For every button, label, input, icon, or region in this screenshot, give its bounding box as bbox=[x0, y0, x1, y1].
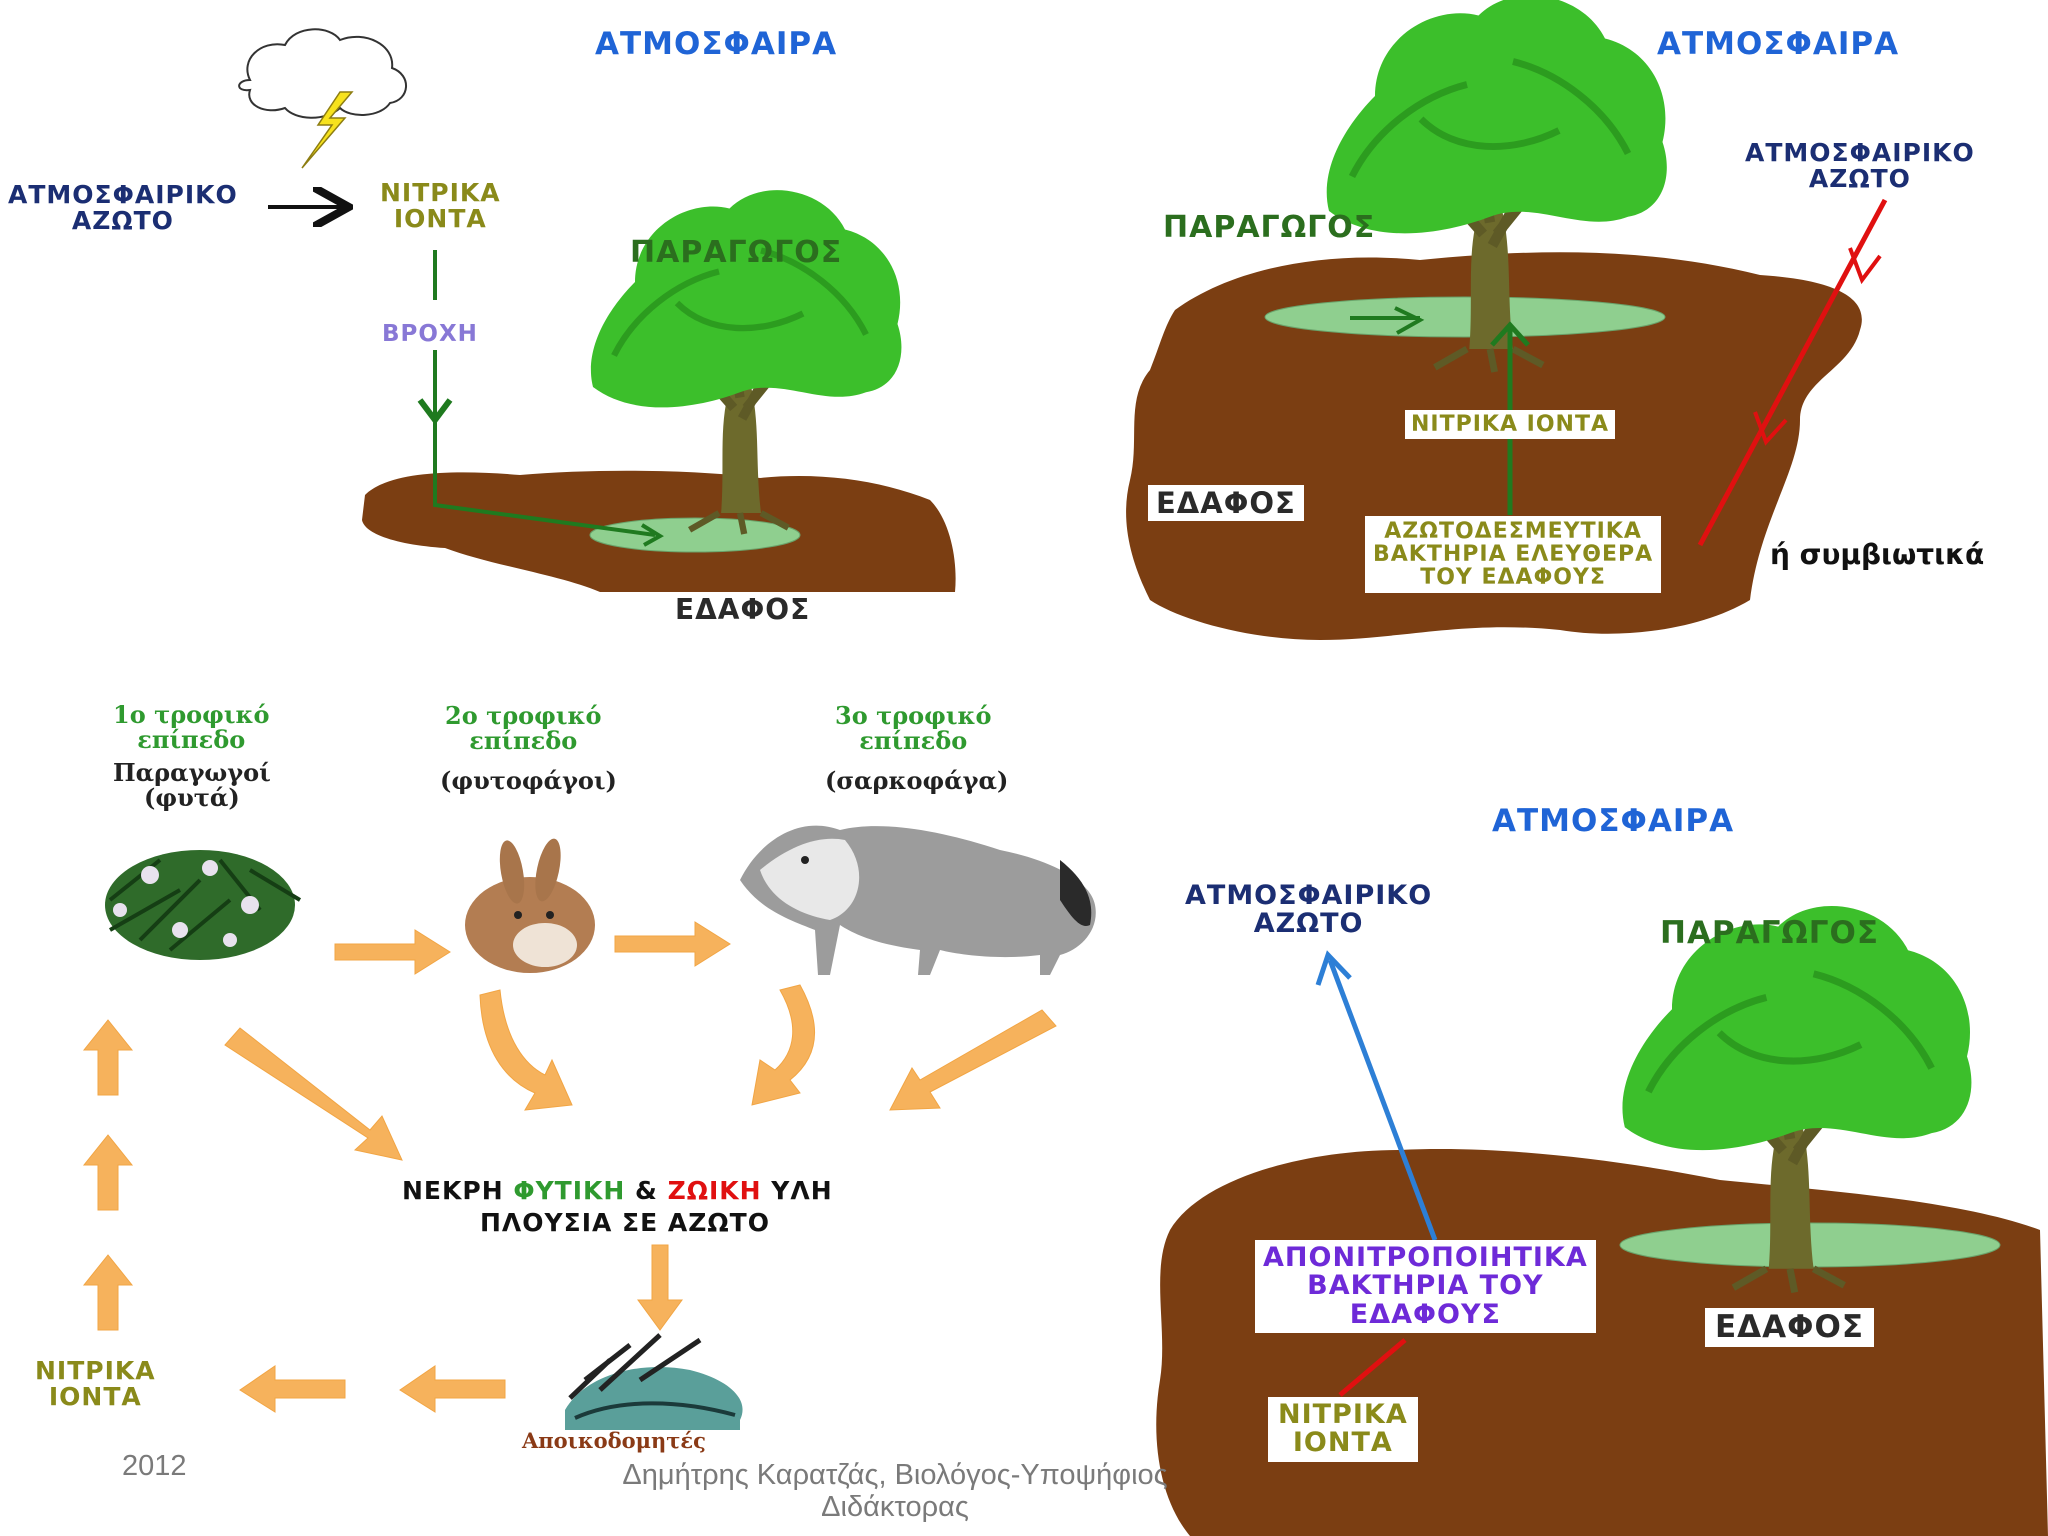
wolf-carnivore-icon bbox=[740, 825, 1096, 975]
dead-matter-amp: & bbox=[625, 1176, 668, 1205]
panel3-nitrate-label: ΝΙΤΡΙΚΑ ΙΟΝΤΑ bbox=[35, 1356, 156, 1412]
level1-subtitle: Παραγωγοί (φυτά) bbox=[113, 758, 271, 813]
footer-year: 2012 bbox=[122, 1450, 187, 1482]
panel2-graphics bbox=[1126, 0, 1888, 640]
panel4-atm-nitrogen-label: ΑΤΜΟΣΦΑΙΡΙΚΟ ΑΖΩΤΟ bbox=[1185, 880, 1433, 940]
lightning-icon bbox=[301, 91, 354, 169]
decomposer-icon bbox=[565, 1333, 743, 1430]
arrow-nitrate-up-1 bbox=[82, 1254, 134, 1331]
panel2-or-symbiotic-label: ή συμβιωτικά bbox=[1770, 538, 1985, 571]
panel2-atmosphere-label: ΑΤΜΟΣΦΑΙΡΑ bbox=[1657, 26, 1900, 62]
level1-title: 1ο τροφικό επίπεδο bbox=[113, 700, 270, 755]
arrow-dead-to-decomposers bbox=[637, 1244, 683, 1331]
arrow-decomposers-to-nitrate-2 bbox=[239, 1365, 346, 1413]
red-arrowhead-1 bbox=[1848, 247, 1882, 285]
panel3-graphics bbox=[82, 825, 1096, 1430]
panel4-soil-label: ΕΔΑΦΟΣ bbox=[1705, 1308, 1875, 1347]
dead-matter-animal-word: ΖΩΙΚΗ bbox=[667, 1176, 762, 1205]
plant-producer-icon bbox=[105, 850, 302, 960]
root-zone-2 bbox=[1264, 296, 1666, 338]
panel2-fixing-bacteria-label: ΑΖΩΤΟΔΕΣΜΕΥΤΙΚΑ ΒΑΚΤΗΡΙΑ ΕΛΕΥΘΕΡΑ ΤΟΥ ΕΔ… bbox=[1365, 516, 1662, 594]
panel1-atm-nitrogen-label: ΑΤΜΟΣΦΑΙΡΙΚΟ ΑΖΩΤΟ bbox=[8, 180, 238, 236]
fixation-arrowhead bbox=[1490, 321, 1530, 347]
panel1-rain-label: ΒΡΟΧΗ bbox=[382, 321, 478, 347]
arrow-wolf-to-dead-straight bbox=[889, 1009, 1057, 1111]
energy-flow-arrows bbox=[82, 921, 1057, 1413]
panel2-atm-nitrogen-label: ΑΤΜΟΣΦΑΙΡΙΚΟ ΑΖΩΤΟ bbox=[1745, 138, 1975, 194]
arrow-nitrate-up-3 bbox=[82, 1019, 134, 1096]
arrow-nitrate-up-2 bbox=[82, 1134, 134, 1211]
panel2-soil-label: ΕΔΑΦΟΣ bbox=[1148, 485, 1304, 522]
panel4-nitrate-label: ΝΙΤΡΙΚΑ ΙΟΝΤΑ bbox=[1268, 1397, 1418, 1462]
panel4-denitrifying-label: ΑΠΟΝΙΤΡΟΠΟΙΗΤΙΚΑ ΒΑΚΤΗΡΙΑ ΤΟΥ ΕΔΑΦΟΥΣ bbox=[1255, 1240, 1596, 1334]
level3-subtitle: (σαρκοφάγα) bbox=[825, 766, 1009, 795]
level2-title: 2ο τροφικό επίπεδο bbox=[445, 701, 602, 756]
soil-mound-2 bbox=[1126, 252, 1862, 640]
level3-title: 3ο τροφικό επίπεδο bbox=[835, 701, 992, 756]
arrow-rabbit-to-dead bbox=[479, 989, 573, 1111]
red-link-nitrate-bacteria bbox=[1338, 1338, 1407, 1397]
panel1-graphics bbox=[238, 28, 956, 592]
panel2-nitrate-label: ΝΙΤΡΙΚΑ ΙΟΝΤΑ bbox=[1405, 410, 1615, 440]
arrow-plant-to-dead bbox=[224, 1027, 403, 1161]
dead-matter-label: ΝΕΚΡΗ ΦΥΤΙΚΗ & ΖΩΙΚΗ ΥΛΗ bbox=[402, 1176, 833, 1205]
rain-arrowhead bbox=[417, 398, 453, 425]
soil-mound-4 bbox=[1156, 1149, 2048, 1536]
storm-cloud-icon bbox=[238, 28, 407, 119]
dead-matter-tail: ΥΛΗ bbox=[761, 1176, 833, 1205]
dead-matter-plant-word: ΦΥΤΙΚΗ bbox=[513, 1176, 626, 1205]
blue-arrowhead bbox=[1315, 950, 1352, 986]
panel4-atmosphere-label: ΑΤΜΟΣΦΑΙΡΑ bbox=[1492, 803, 1735, 839]
arrow-rabbit-to-wolf bbox=[614, 921, 731, 967]
arrow-wolf-to-dead-curved bbox=[751, 984, 815, 1106]
panel2-producer-label: ΠΑΡΑΓΩΓΟΣ bbox=[1163, 210, 1376, 245]
panel1-nitrate-label: ΝΙΤΡΙΚΑ ΙΟΝΤΑ bbox=[380, 178, 501, 234]
panel1-atmosphere-label: ΑΤΜΟΣΦΑΙΡΑ bbox=[595, 26, 838, 62]
panel1-producer-label: ΠΑΡΑΓΩΓΟΣ bbox=[630, 235, 843, 270]
dead-matter-line2: ΠΛΟΥΣΙΑ ΣΕ ΑΖΩΤΟ bbox=[480, 1208, 770, 1237]
panel4-producer-label: ΠΑΡΑΓΩΓΟΣ bbox=[1660, 915, 1880, 951]
level2-subtitle: (φυτοφάγοι) bbox=[440, 766, 617, 795]
panel1-soil-label: ΕΔΑΦΟΣ bbox=[675, 593, 811, 626]
dead-matter-word: ΝΕΚΡΗ bbox=[402, 1176, 514, 1205]
rain-flow-arrow bbox=[433, 250, 656, 537]
denitrification-blue-arrow bbox=[1327, 959, 1438, 1241]
rabbit-herbivore-icon bbox=[465, 838, 595, 973]
arrow-decomposers-to-nitrate-1 bbox=[399, 1365, 506, 1413]
arrow-plant-to-rabbit bbox=[334, 929, 451, 975]
red-arrowhead-2 bbox=[1753, 411, 1788, 446]
root-arrowhead-1 bbox=[640, 523, 664, 547]
footer-author: Δημήτρης Καρατζάς, Βιολόγος-Υποψήφιος Δι… bbox=[622, 1459, 1168, 1523]
decomposers-label: Αποικοδομητές bbox=[522, 1428, 706, 1453]
